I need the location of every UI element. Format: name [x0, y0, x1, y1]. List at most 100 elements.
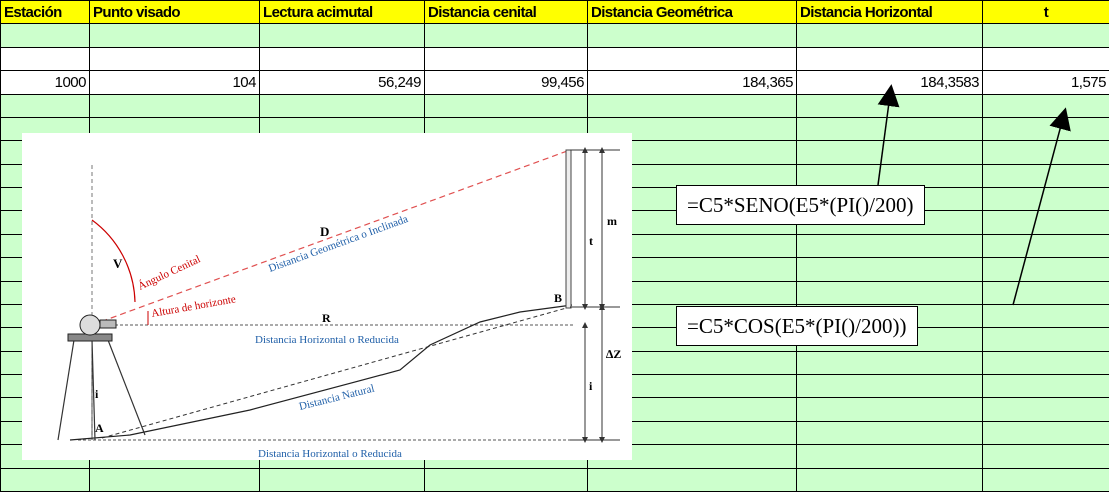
- cell[interactable]: [0, 350, 90, 376]
- cell[interactable]: [89, 373, 260, 399]
- cell[interactable]: [89, 163, 260, 189]
- cell[interactable]: [424, 420, 588, 446]
- cell[interactable]: [587, 46, 797, 72]
- cell[interactable]: [587, 116, 797, 142]
- cell[interactable]: [259, 397, 425, 422]
- cell[interactable]: [259, 23, 425, 48]
- cell[interactable]: [424, 350, 588, 376]
- cell[interactable]: [796, 444, 983, 469]
- cell[interactable]: [89, 186, 260, 212]
- cell[interactable]: [89, 444, 260, 469]
- cell[interactable]: [259, 303, 425, 329]
- cell[interactable]: [259, 350, 425, 376]
- header-distancia-cenital[interactable]: Distancia cenital: [424, 0, 588, 25]
- cell-lectura-acimutal[interactable]: 56,249: [259, 70, 425, 95]
- cell[interactable]: [259, 373, 425, 399]
- cell[interactable]: [796, 163, 983, 189]
- cell[interactable]: [982, 327, 1109, 352]
- cell[interactable]: [587, 420, 797, 446]
- cell[interactable]: [0, 186, 90, 212]
- cell[interactable]: [0, 327, 90, 352]
- cell[interactable]: [796, 420, 983, 446]
- cell[interactable]: [89, 46, 260, 72]
- cell[interactable]: [89, 350, 260, 376]
- cell[interactable]: [0, 23, 90, 48]
- cell[interactable]: [982, 233, 1109, 259]
- cell[interactable]: [424, 444, 588, 469]
- cell[interactable]: [796, 93, 983, 118]
- cell[interactable]: [424, 233, 588, 259]
- cell[interactable]: [982, 444, 1109, 469]
- cell[interactable]: [982, 163, 1109, 189]
- cell[interactable]: [982, 420, 1109, 446]
- cell[interactable]: [0, 373, 90, 399]
- cell[interactable]: [424, 93, 588, 118]
- cell[interactable]: [796, 467, 983, 492]
- cell[interactable]: [587, 397, 797, 422]
- cell[interactable]: [259, 210, 425, 235]
- cell[interactable]: [796, 140, 983, 165]
- header-estacion[interactable]: Estación: [0, 0, 90, 25]
- cell-distancia-cenital[interactable]: 99,456: [424, 70, 588, 95]
- cell[interactable]: [587, 163, 797, 189]
- cell[interactable]: [796, 116, 983, 142]
- cell[interactable]: [796, 397, 983, 422]
- cell[interactable]: [982, 46, 1109, 72]
- cell[interactable]: [259, 257, 425, 282]
- cell[interactable]: [796, 257, 983, 282]
- cell[interactable]: [982, 186, 1109, 212]
- cell[interactable]: [982, 140, 1109, 165]
- cell[interactable]: [89, 93, 260, 118]
- cell[interactable]: [587, 350, 797, 376]
- cell[interactable]: [424, 373, 588, 399]
- cell[interactable]: [982, 397, 1109, 422]
- cell[interactable]: [259, 186, 425, 212]
- cell[interactable]: [259, 444, 425, 469]
- cell[interactable]: [982, 280, 1109, 305]
- cell[interactable]: [0, 444, 90, 469]
- cell[interactable]: [587, 373, 797, 399]
- cell-punto-visado[interactable]: 104: [89, 70, 260, 95]
- cell[interactable]: [89, 467, 260, 492]
- header-lectura-acimutal[interactable]: Lectura acimutal: [259, 0, 425, 25]
- cell[interactable]: [424, 397, 588, 422]
- cell[interactable]: [0, 280, 90, 305]
- cell[interactable]: [259, 116, 425, 142]
- cell[interactable]: [982, 116, 1109, 142]
- cell[interactable]: [89, 280, 260, 305]
- cell-t[interactable]: 1,575: [982, 70, 1109, 95]
- cell[interactable]: [259, 327, 425, 352]
- cell[interactable]: [587, 444, 797, 469]
- cell[interactable]: [89, 116, 260, 142]
- cell[interactable]: [982, 467, 1109, 492]
- cell[interactable]: [796, 46, 983, 72]
- cell[interactable]: [0, 420, 90, 446]
- cell[interactable]: [0, 163, 90, 189]
- cell[interactable]: [982, 350, 1109, 376]
- cell[interactable]: [982, 257, 1109, 282]
- cell[interactable]: [424, 186, 588, 212]
- cell[interactable]: [424, 327, 588, 352]
- cell[interactable]: [982, 23, 1109, 48]
- cell-distancia-geometrica[interactable]: 184,365: [587, 70, 797, 95]
- header-distancia-horizontal[interactable]: Distancia Horizontal: [796, 0, 983, 25]
- cell[interactable]: [259, 140, 425, 165]
- cell[interactable]: [424, 46, 588, 72]
- cell[interactable]: [424, 303, 588, 329]
- cell[interactable]: [982, 303, 1109, 329]
- cell[interactable]: [89, 420, 260, 446]
- cell[interactable]: [89, 257, 260, 282]
- cell[interactable]: [587, 233, 797, 259]
- cell[interactable]: [0, 140, 90, 165]
- cell[interactable]: [424, 23, 588, 48]
- cell[interactable]: [796, 23, 983, 48]
- cell[interactable]: [0, 210, 90, 235]
- cell[interactable]: [0, 93, 90, 118]
- cell[interactable]: [982, 373, 1109, 399]
- cell[interactable]: [259, 163, 425, 189]
- cell[interactable]: [0, 46, 90, 72]
- cell[interactable]: [796, 373, 983, 399]
- cell[interactable]: [796, 233, 983, 259]
- cell[interactable]: [259, 46, 425, 72]
- cell[interactable]: [796, 350, 983, 376]
